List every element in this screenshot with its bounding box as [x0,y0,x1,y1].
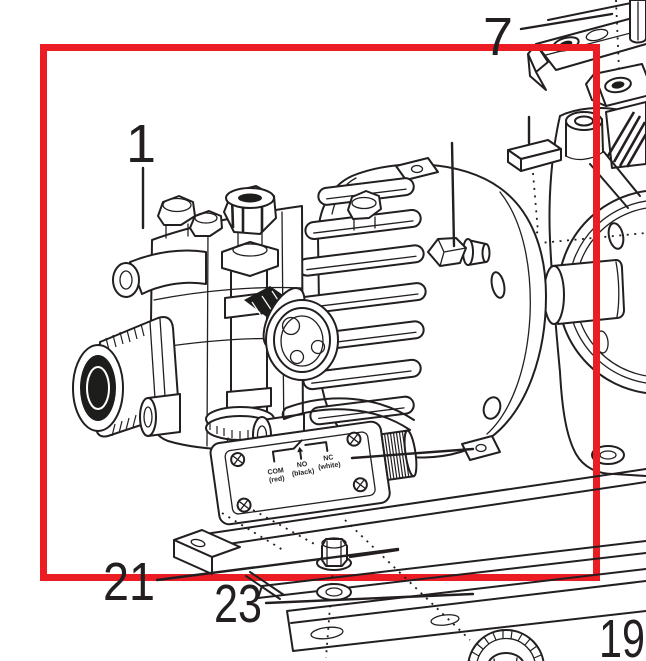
bolt [629,0,646,44]
bell-housing [295,157,547,461]
mounting-plate-21 [173,468,646,575]
inlet-connector [72,316,180,438]
callout-19-label: 19 [599,609,645,661]
pump-manifold [72,185,415,457]
callouts: 1 7 19 21 23 [103,7,645,661]
pump-shaft [427,237,491,267]
outlet-coupler [244,286,339,381]
engine-flange [585,63,646,107]
terminal-nc-wire: (white) [318,461,341,471]
pressure-switch: COM (red) NO (black) NC (white) [209,420,475,526]
base-plate-19 [286,568,646,652]
terminal-labels: COM (red) NO (black) NC (white) [267,454,341,484]
inlet-elbow [112,249,207,298]
shaft-pointer-line [450,141,456,248]
callout-7-leader [519,12,614,31]
terminal-nc: NC [323,454,334,462]
red-highlight-frame [40,44,600,581]
terminal-diagram [271,439,329,463]
mounting-hardware [173,468,646,661]
crankshaft-stub [543,259,625,325]
ribbed-block [605,101,646,169]
callout-21-label: 21 [103,552,155,612]
cover-screws [230,431,368,513]
switch-pointer-line [350,447,475,460]
callout-21-leader [155,547,400,582]
knurled-cap [467,629,545,661]
adjuster-cap [223,185,277,258]
callout-23-leader [264,592,475,605]
callout-23-label: 23 [214,574,262,634]
terminal-com: COM [267,467,284,476]
terminal-no-wire: (black) [292,468,315,478]
engine-mounting-bracket [527,0,646,107]
callout-7-label: 7 [483,7,513,67]
mid-plate-edge [245,540,646,600]
terminal-no: NO [296,461,308,469]
terminal-com-wire: (red) [269,475,285,484]
unloader-valve [205,241,279,449]
callout-1-label: 1 [126,114,156,174]
pump-head-plugs [157,190,382,239]
engine-crankcase [543,101,646,477]
washer [316,583,352,601]
